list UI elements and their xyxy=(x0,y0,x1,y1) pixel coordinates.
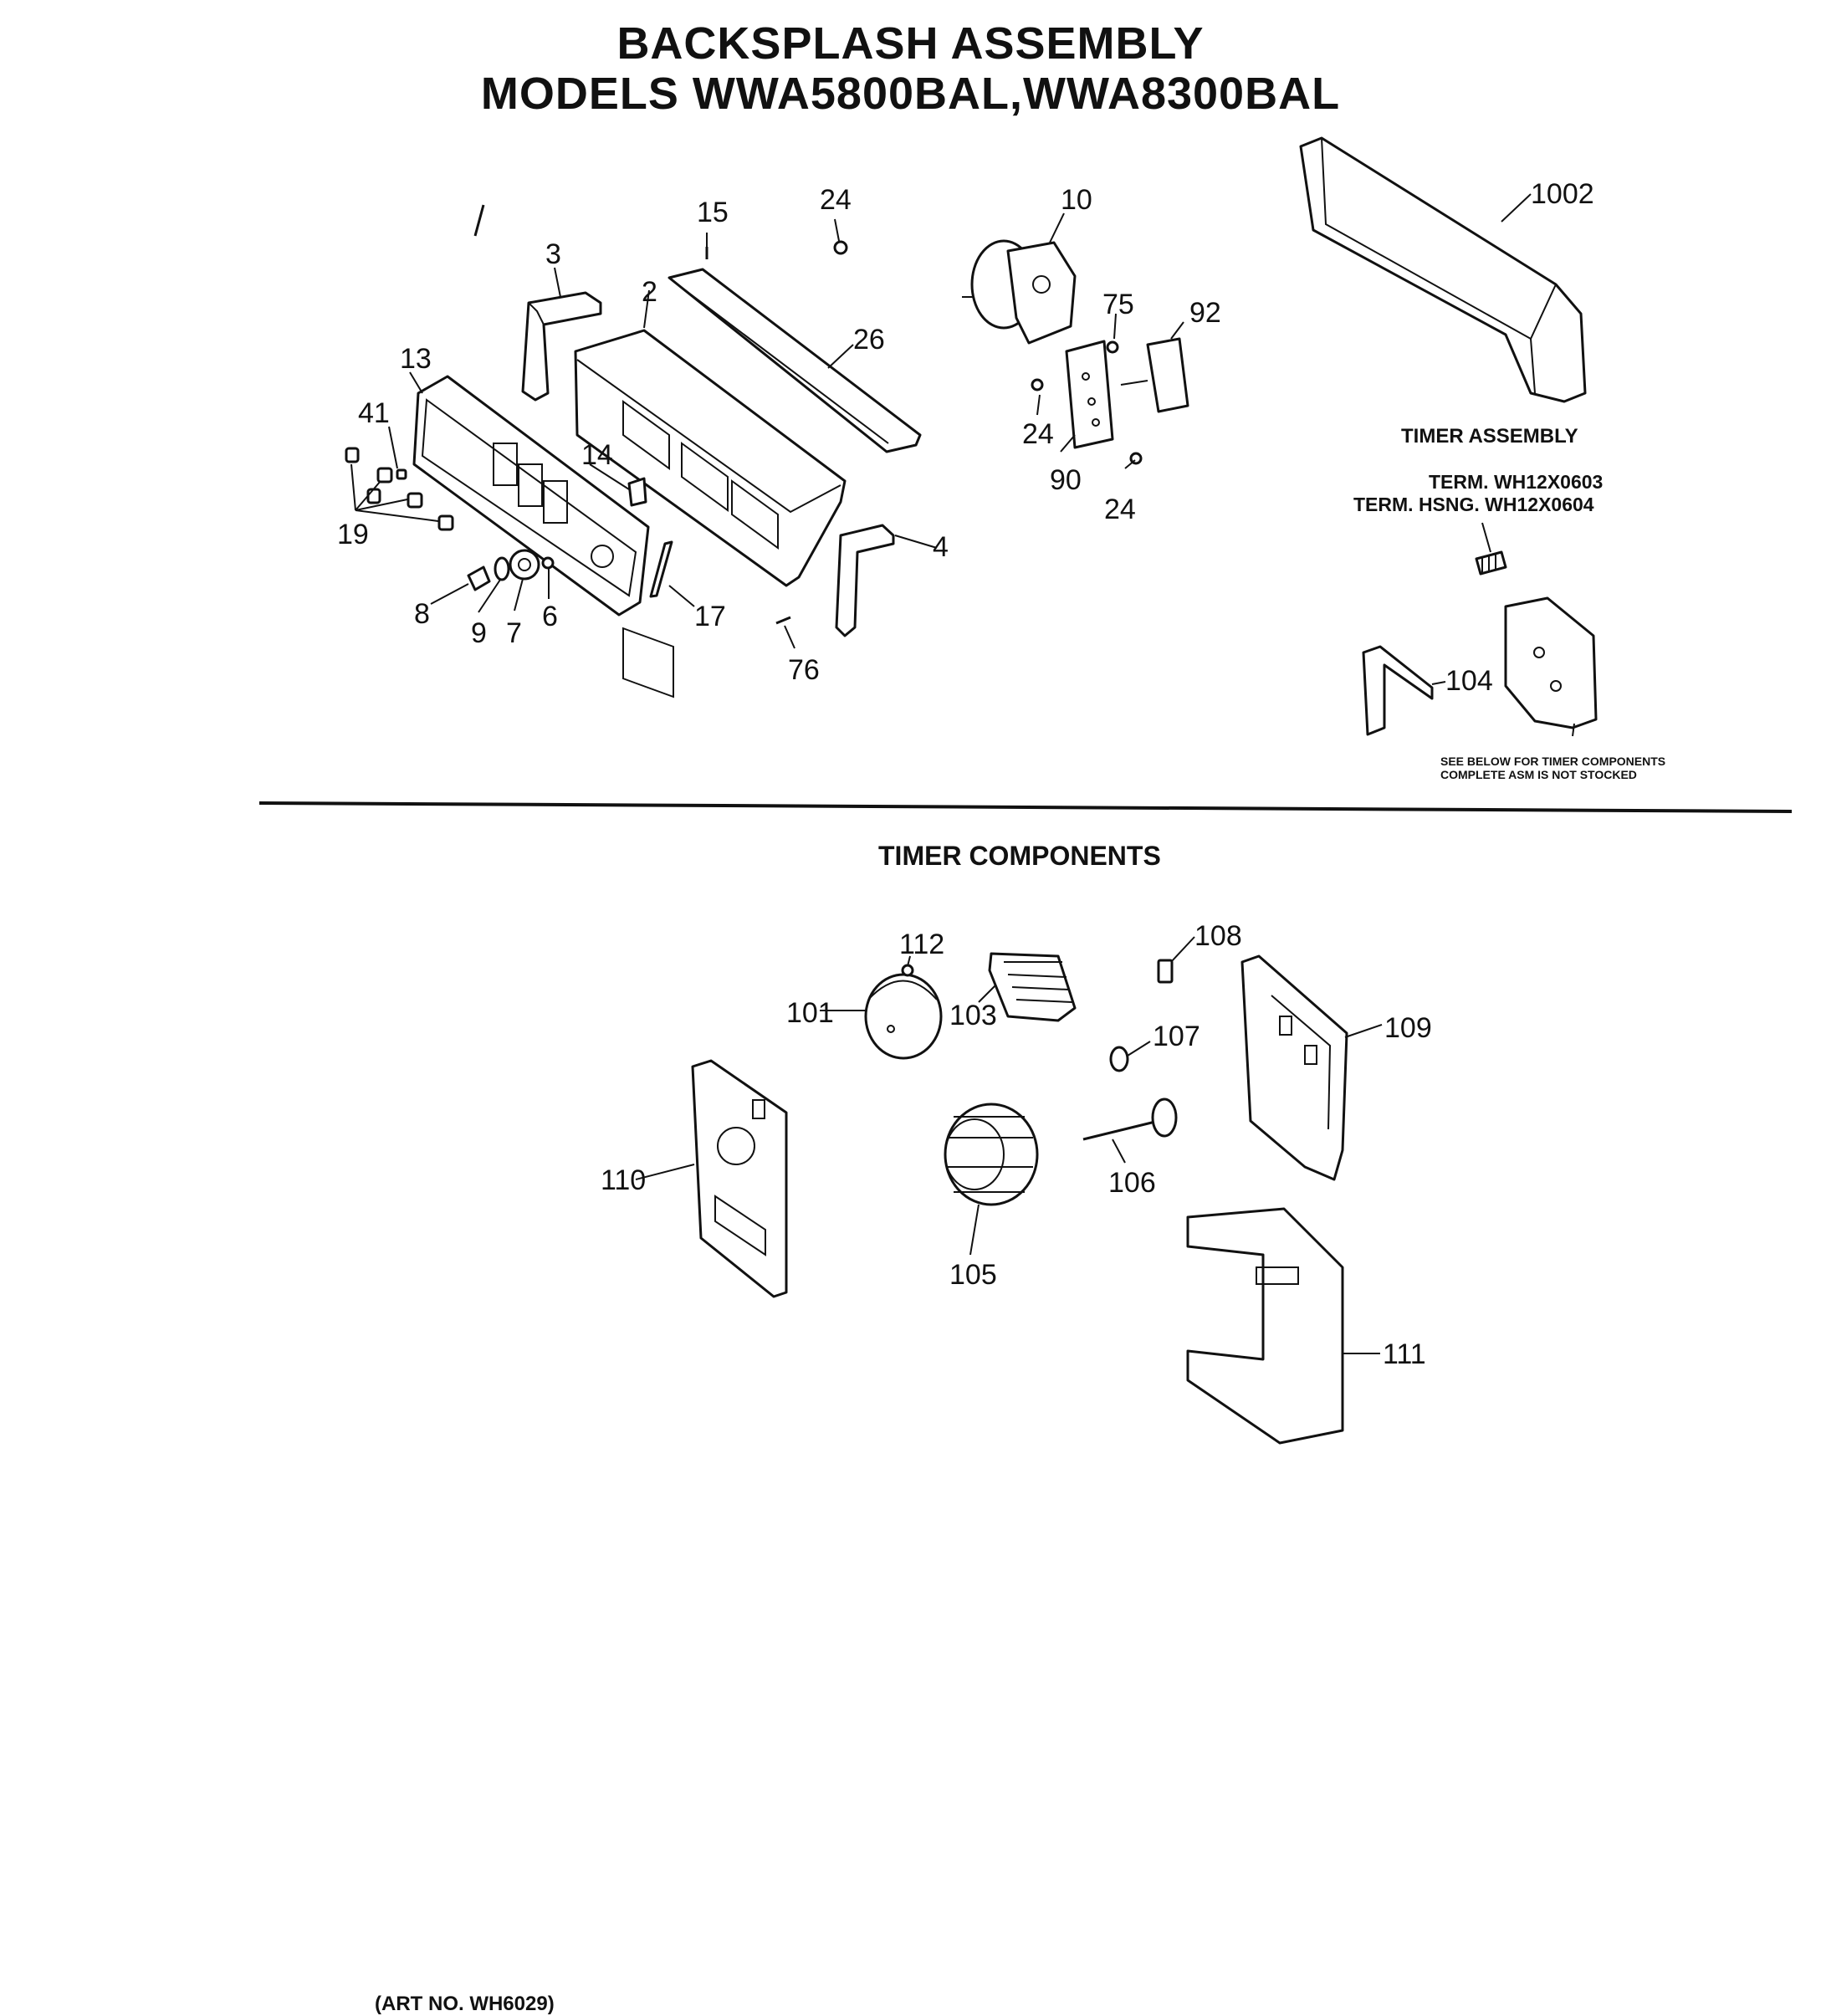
bracket-plate-90-part xyxy=(1065,340,1114,449)
bracket-104-part xyxy=(1362,645,1434,736)
callout-3: 3 xyxy=(545,238,561,270)
callout-75: 75 xyxy=(1102,289,1134,320)
callout-112: 112 xyxy=(899,929,944,960)
screw-112-part xyxy=(901,964,914,977)
callout-2: 2 xyxy=(642,276,657,308)
callout-107: 107 xyxy=(1153,1021,1200,1052)
top-cover-26-part xyxy=(668,268,922,453)
callout-6: 6 xyxy=(542,601,558,632)
timer-components-heading: TIMER COMPONENTS xyxy=(878,841,1161,871)
switch-92-part xyxy=(1120,337,1189,413)
callout-1002: 1002 xyxy=(1531,178,1594,210)
loose-screw-part xyxy=(473,204,485,237)
callout-104: 104 xyxy=(1445,665,1493,697)
callout-9: 9 xyxy=(471,617,487,649)
rear-cover-1002-part xyxy=(1299,136,1587,403)
callout-108: 108 xyxy=(1194,920,1242,952)
timer-assembly-label: TIMER ASSEMBLY xyxy=(1401,425,1578,448)
callout-17: 17 xyxy=(694,601,726,632)
screw-24-left-part xyxy=(1031,378,1044,391)
timer-cover-111-part xyxy=(1186,1207,1344,1445)
callout-111: 111 xyxy=(1383,1338,1426,1370)
callout-90: 90 xyxy=(1050,464,1082,496)
callout-106: 106 xyxy=(1108,1167,1156,1199)
callout-110: 110 xyxy=(601,1164,646,1196)
callout-41: 41 xyxy=(358,397,390,429)
callout-92: 92 xyxy=(1189,297,1221,329)
callout-8: 8 xyxy=(414,598,430,630)
spring-107-part xyxy=(1109,1046,1129,1072)
callout-13: 13 xyxy=(400,343,432,375)
screw-76-part xyxy=(775,616,791,625)
frame-plate-110-part xyxy=(691,1059,788,1298)
callout-24-top: 24 xyxy=(820,184,852,216)
timer-note-line-1: SEE BELOW FOR TIMER COMPONENTS xyxy=(1440,755,1666,768)
callout-24-right: 24 xyxy=(1104,494,1136,525)
terminal-housing-part xyxy=(1475,550,1507,576)
clip-108-part xyxy=(1157,959,1174,984)
callout-109: 109 xyxy=(1384,1012,1432,1044)
timer-motor-101-part xyxy=(864,973,943,1060)
screw-24-top-part xyxy=(833,240,848,255)
callout-76: 76 xyxy=(788,654,820,686)
callout-101: 101 xyxy=(786,997,834,1029)
contact-block-103-part xyxy=(988,952,1077,1022)
timer-body-part xyxy=(1504,596,1598,729)
callout-103: 103 xyxy=(949,1000,997,1031)
callout-4: 4 xyxy=(933,531,949,563)
terminal-part-number: TERM. WH12X0603 xyxy=(1429,471,1604,493)
cam-drum-105-part xyxy=(944,1103,1039,1206)
callout-10: 10 xyxy=(1061,184,1092,216)
push-buttons-19-part xyxy=(345,447,454,531)
callout-14: 14 xyxy=(581,439,613,471)
clip-14-part xyxy=(627,477,647,507)
end-bracket-3-part xyxy=(521,291,602,402)
backsplash-housing-2-part xyxy=(574,329,847,698)
timer-note-line-2: COMPLETE ASM IS NOT STOCKED xyxy=(1440,768,1637,781)
callout-7: 7 xyxy=(506,617,522,649)
pressure-switch-10-part xyxy=(962,239,1077,345)
strap-17-part xyxy=(649,540,673,598)
spring-9-part xyxy=(494,556,510,581)
terminal-housing-part-number: TERM. HSNG. WH12X0604 xyxy=(1353,494,1594,515)
art-number: (ART NO. WH6029) xyxy=(375,1993,555,2015)
frame-plate-109-part xyxy=(1240,954,1348,1181)
title-line-2: MODELS WWA5800BAL,WWA8300BAL xyxy=(480,69,1341,119)
end-bracket-4-part xyxy=(835,524,895,637)
callout-24-left: 24 xyxy=(1022,418,1054,450)
dial-7-part xyxy=(509,549,540,581)
screw-75-part xyxy=(1106,340,1119,354)
callout-26: 26 xyxy=(853,324,885,356)
control-panel-13-part xyxy=(412,375,650,617)
title-line-1: BACKSPLASH ASSEMBLY xyxy=(616,18,1205,69)
callout-105: 105 xyxy=(949,1259,997,1291)
knob-8-part xyxy=(467,565,491,591)
washer-6-part xyxy=(541,556,555,570)
callout-19: 19 xyxy=(337,519,369,550)
section-divider xyxy=(258,801,1793,813)
shaft-106-part xyxy=(1082,1098,1178,1141)
callout-15: 15 xyxy=(697,197,729,228)
